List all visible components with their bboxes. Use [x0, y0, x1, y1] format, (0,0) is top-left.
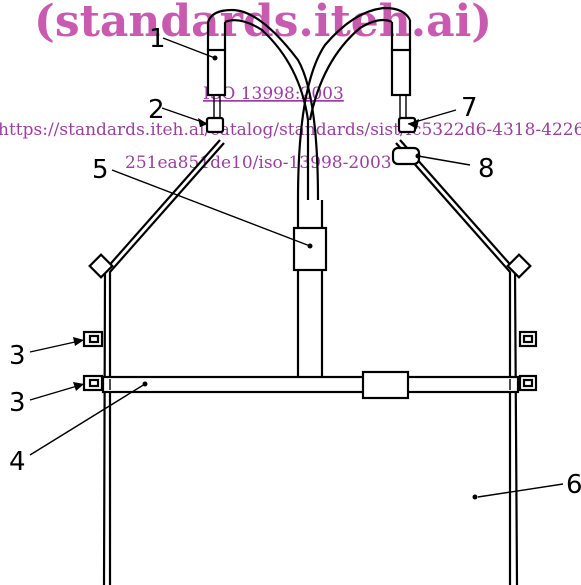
leader-lines: [29, 37, 564, 498]
callout-2: 2: [148, 95, 165, 125]
waist-belt: [101, 375, 520, 394]
watermark-url-line2[interactable]: 251ea851de10/iso-13998-2003: [125, 153, 392, 173]
watermark-url-line1[interactable]: https://standards.iteh.ai/catalog/standa…: [0, 120, 581, 140]
callout-3-lower: 3: [9, 388, 26, 418]
belt-buckle: [361, 370, 410, 400]
callout-3-upper: 3: [9, 341, 26, 371]
corner-tab-left: [88, 253, 114, 279]
callout-5: 5: [92, 155, 109, 185]
callout-8: 8: [478, 154, 495, 184]
loop-right-upper-inner: [522, 334, 534, 344]
back-strap: [292, 200, 328, 392]
body-outline: [102, 139, 519, 585]
strap-end-left: [206, 48, 227, 97]
shoulder-straps: [206, 6, 412, 201]
strap-end-right: [390, 48, 412, 97]
callout-1: 1: [149, 24, 166, 54]
corner-tab-right: [506, 253, 532, 279]
loop-left-upper-inner: [88, 334, 100, 344]
back-strap-keeper: [292, 226, 328, 272]
callout-7: 7: [461, 93, 478, 123]
body-marker-dot: [472, 494, 478, 500]
callout-4: 4: [9, 447, 26, 477]
strap-slider: [391, 146, 421, 166]
buckle-left: [205, 116, 225, 134]
callout-6: 6: [566, 470, 581, 500]
loop-left-lower-inner: [88, 378, 100, 388]
loop-right-lower-inner: [522, 378, 534, 388]
